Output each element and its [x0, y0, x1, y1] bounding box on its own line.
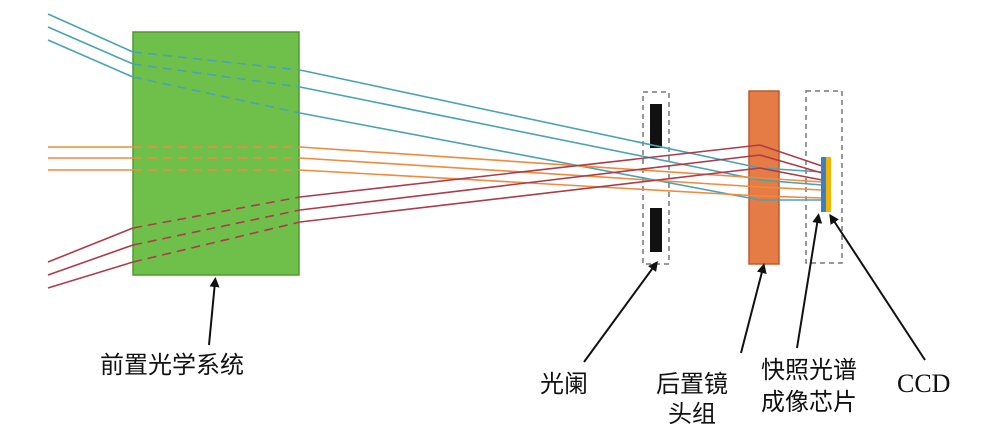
- ray-5-segment-4: [759, 186, 823, 191]
- ray-3-segment-1: [47, 39, 134, 78]
- chip-label-line2: 成像芯片: [761, 388, 857, 416]
- ray-4-segment-4: [759, 177, 823, 183]
- rear-lens-pointer-arrow: [740, 263, 767, 354]
- ccd-pointer-arrow: [829, 213, 926, 361]
- ray-7-segment-4: [759, 144, 823, 167]
- ray-7-segment-1: [47, 227, 134, 263]
- light-rays: [47, 13, 823, 289]
- ray-5-segment-3: [299, 157, 761, 188]
- ray-8-segment-2: [132, 209, 301, 246]
- ray-9-segment-1: [47, 261, 134, 289]
- ray-3-segment-3: [299, 112, 761, 201]
- chip-pointer-arrow: [796, 213, 823, 349]
- rear-lens-label-line2: 头组: [668, 400, 716, 428]
- ray-3-segment-2: [132, 76, 301, 114]
- ray-9-segment-2: [132, 221, 301, 263]
- chip-label-line1: 快照光谱: [761, 356, 857, 384]
- ray-7-segment-3: [299, 144, 761, 198]
- ray-6-segment-4: [759, 195, 823, 199]
- ray-2-segment-1: [47, 26, 134, 65]
- ray-1-segment-2: [132, 51, 301, 71]
- ray-2-segment-4: [759, 179, 823, 186]
- snapshot-spectral-chip: [821, 157, 826, 212]
- rear-lens-label-line1: 后置镜: [656, 370, 728, 398]
- front-optics-label: 前置光学系统: [100, 351, 244, 379]
- aperture-blade-top: [650, 104, 662, 148]
- ray-2-segment-3: [299, 86, 761, 181]
- ray-1-segment-3: [299, 69, 761, 169]
- ray-9-segment-4: [759, 167, 823, 181]
- ray-8-segment-1: [47, 244, 134, 276]
- aperture-pointer-arrow: [583, 260, 658, 363]
- ray-1-segment-1: [47, 13, 134, 53]
- ray-7-segment-2: [132, 196, 301, 229]
- ccd-label: CCD: [897, 369, 950, 398]
- ccd-sensor: [826, 157, 831, 212]
- ray-4-segment-3: [299, 146, 761, 179]
- chip-ccd-frame: [805, 90, 843, 264]
- front-optics-block: [132, 31, 300, 276]
- ray-8-segment-4: [759, 154, 823, 174]
- front-optics-pointer-arrow: [208, 277, 220, 346]
- ray-8-segment-3: [299, 154, 761, 211]
- aperture-blade-bottom: [650, 208, 662, 252]
- aperture-label: 光阑: [540, 370, 588, 398]
- ray-9-segment-3: [299, 167, 761, 223]
- ray-2-segment-2: [132, 63, 301, 88]
- ray-1-segment-4: [759, 167, 823, 173]
